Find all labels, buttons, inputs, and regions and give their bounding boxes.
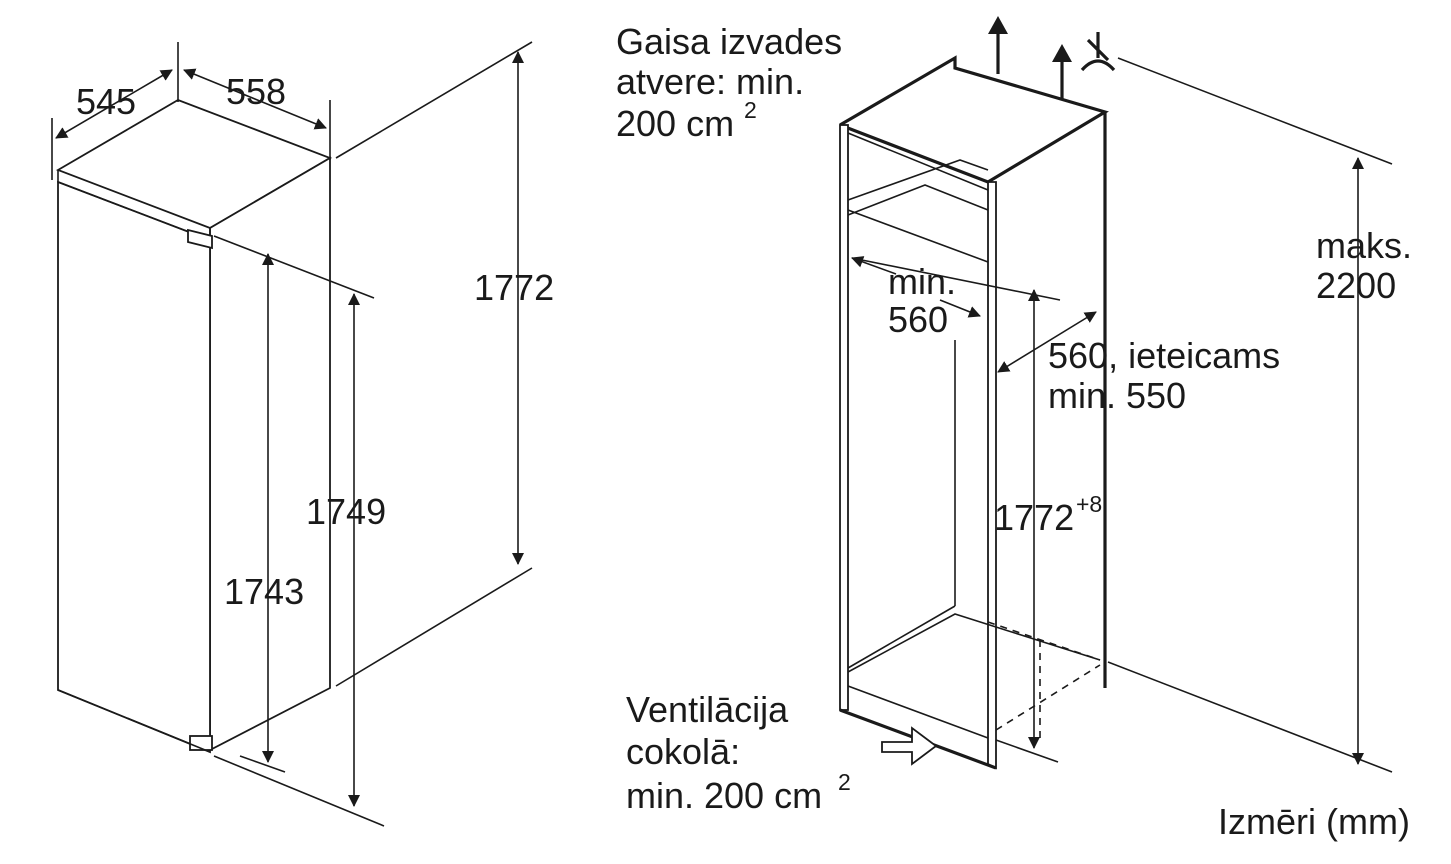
max-height-label-2: 2200 <box>1316 265 1396 306</box>
max-height-label-1: maks. <box>1316 225 1412 266</box>
air-outlet-superscript: 2 <box>744 97 757 123</box>
air-outlet-label-3: 200 cm <box>616 103 734 144</box>
right-dimensions <box>851 57 1393 773</box>
niche-depth-label-1: 560, ieteicams <box>1048 335 1280 376</box>
air-outlet-arrows <box>988 16 1116 100</box>
vent-label-3: min. 200 cm <box>626 775 822 816</box>
left-dimensions <box>51 41 533 827</box>
air-outlet-label-1: Gaisa izvades <box>616 21 842 62</box>
vent-superscript: 2 <box>838 769 851 795</box>
niche-width-label-1: min. <box>888 261 956 302</box>
niche-drawing <box>839 55 1109 770</box>
niche-width-label-2: 560 <box>888 299 948 340</box>
units-label: Izmēri (mm) <box>1218 801 1410 842</box>
depth-label: 545 <box>76 81 136 122</box>
niche-height-tolerance: +8 <box>1076 491 1102 517</box>
appliance-drawing <box>55 99 333 754</box>
air-outlet-label-2: atvere: min. <box>616 61 804 102</box>
vent-label-1: Ventilācija <box>626 689 789 730</box>
niche-height-label: 1772 <box>994 497 1074 538</box>
overall-height-label: 1772 <box>474 267 554 308</box>
height-mid-label: 1749 <box>306 491 386 532</box>
door-height-label: 1743 <box>224 571 304 612</box>
width-label: 558 <box>226 71 286 112</box>
vent-label-2: cokolā: <box>626 731 740 772</box>
niche-depth-label-2: min. 550 <box>1048 375 1186 416</box>
